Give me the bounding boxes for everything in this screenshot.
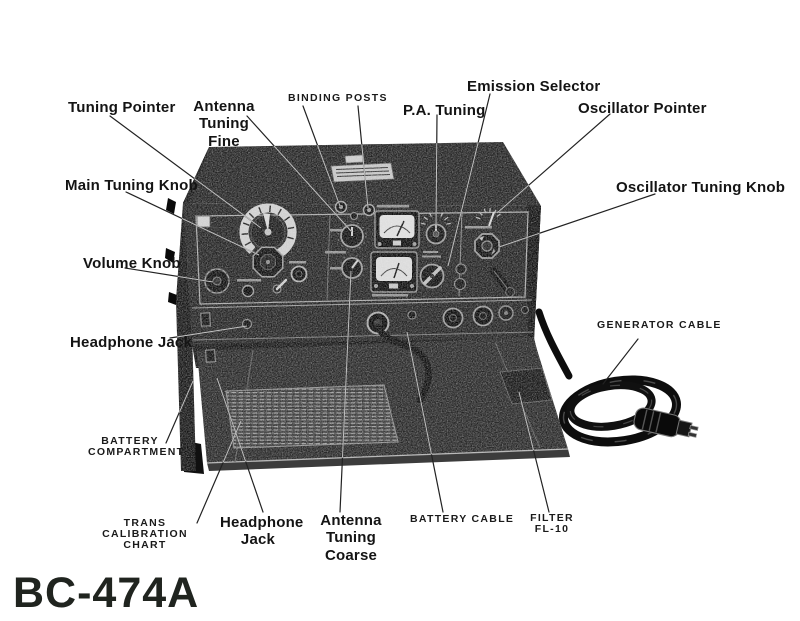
callout-antenna-tuning-coarse: Antenna Tuning Coarse xyxy=(320,512,382,564)
callout-oscillator-pointer: Oscillator Pointer xyxy=(578,100,707,117)
callout-battery-cable: BATTERY CABLE xyxy=(410,513,515,525)
callout-main-tuning-knob: Main Tuning Knob xyxy=(65,177,198,194)
cables xyxy=(374,308,699,447)
generator-cable-coil xyxy=(535,308,699,447)
callout-volume-knob: Volume Knob xyxy=(83,255,181,272)
callout-antenna-tuning-fine: Antenna Tuning Fine xyxy=(193,98,255,150)
callout-generator-cable: GENERATOR CABLE xyxy=(597,319,722,331)
callout-battery-compartment: BATTERY COMPARTMENT xyxy=(88,435,185,459)
generator-cable-connector xyxy=(633,407,699,438)
callout-trans-calibration-chart: TRANS CALIBRATION CHART xyxy=(102,517,188,552)
model-designation: BC-474A xyxy=(13,569,200,617)
leader-generator-cable xyxy=(602,338,639,385)
harness-hooks xyxy=(165,198,177,305)
callout-filter-fl10: FILTER FL-10 xyxy=(530,512,574,536)
lid-front-edge xyxy=(207,449,570,471)
photo-grain xyxy=(176,142,568,471)
callout-binding-posts: BINDING POSTS xyxy=(288,92,388,104)
callout-oscillator-tuning-knob: Oscillator Tuning Knob xyxy=(616,179,786,196)
callout-headphone-jack-bottom: Headphone Jack xyxy=(220,514,304,549)
callout-headphone-jack-left: Headphone Jack xyxy=(70,334,193,351)
callout-tuning-pointer: Tuning Pointer xyxy=(68,99,176,116)
callout-emission-selector: Emission Selector xyxy=(467,78,601,95)
callout-pa-tuning: P.A. Tuning xyxy=(403,102,486,119)
